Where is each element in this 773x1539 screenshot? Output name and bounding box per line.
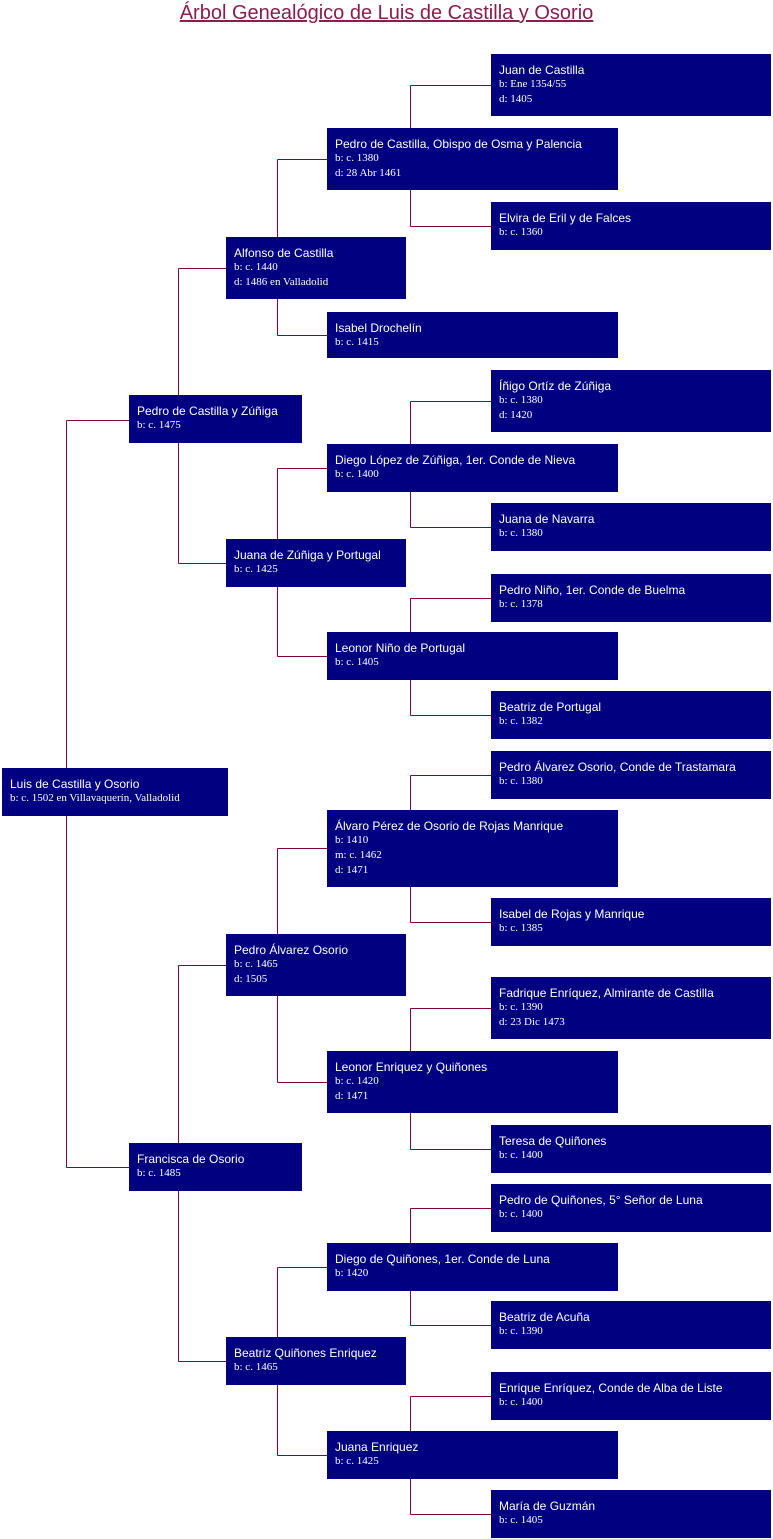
person-name: Pedro Álvarez Osorio bbox=[234, 943, 349, 957]
person-name: Pedro Álvarez Osorio, Conde de Trastamar… bbox=[499, 760, 736, 774]
person-name: Pedro Niño, 1er. Conde de Buelma bbox=[499, 583, 686, 597]
person-box-pedro-aot[interactable]: Pedro Álvarez Osorio, Conde de Trastamar… bbox=[491, 751, 771, 799]
person-date: d: 28 Abr 1461 bbox=[335, 167, 402, 179]
person-date: b: c. 1440 bbox=[234, 261, 278, 273]
person-date: b: c. 1390 bbox=[499, 1001, 543, 1013]
person-name: Juana de Zúñiga y Portugal bbox=[234, 548, 381, 562]
person-name: Beatriz Quiñones Enriquez bbox=[234, 1346, 377, 1360]
person-date: b: c. 1415 bbox=[335, 336, 379, 348]
person-date: b: c. 1380 bbox=[499, 527, 543, 539]
person-name: Isabel de Rojas y Manrique bbox=[499, 907, 645, 921]
person-name: Luis de Castilla y Osorio bbox=[10, 777, 140, 791]
person-date: d: 1405 bbox=[499, 93, 533, 105]
person-name: Íñigo Ortíz de Zúñiga bbox=[499, 379, 612, 393]
person-name: Juana de Navarra bbox=[499, 512, 595, 526]
person-date: d: 1505 bbox=[234, 973, 268, 985]
person-date: b: c. 1382 bbox=[499, 715, 543, 727]
person-date: b: c. 1465 bbox=[234, 958, 278, 970]
person-box-enrique-e[interactable]: Enrique Enríquez, Conde de Alba de Liste… bbox=[491, 1372, 771, 1420]
person-box-fadrique[interactable]: Fadrique Enríquez, Almirante de Castilla… bbox=[491, 977, 771, 1039]
person-date: b: c. 1420 bbox=[335, 1075, 379, 1087]
person-date: b: c. 1385 bbox=[499, 922, 543, 934]
person-name: Alfonso de Castilla bbox=[234, 246, 334, 260]
person-date: b: Ene 1354/55 bbox=[499, 78, 567, 90]
person-date: d: 23 Dic 1473 bbox=[499, 1016, 565, 1028]
person-date: b: c. 1400 bbox=[499, 1208, 543, 1220]
person-box-pedro-obispo[interactable]: Pedro de Castilla, Obispo de Osma y Pale… bbox=[327, 128, 618, 190]
person-date: b: c. 1485 bbox=[137, 1167, 181, 1179]
person-date: b: c. 1360 bbox=[499, 226, 543, 238]
person-name: Teresa de Quiñones bbox=[499, 1134, 607, 1148]
person-date: b: c. 1405 bbox=[335, 656, 379, 668]
person-date: b: c. 1400 bbox=[499, 1396, 543, 1408]
person-date: m: c. 1462 bbox=[335, 849, 382, 861]
person-date: b: c. 1502 en Villavaquerín, Valladolid bbox=[10, 792, 180, 804]
person-name: María de Guzmán bbox=[499, 1499, 596, 1513]
page-title: Árbol Genealógico de Luis de Castilla y … bbox=[179, 2, 594, 24]
person-date: d: 1471 bbox=[335, 864, 369, 876]
person-date: b: c. 1425 bbox=[335, 1455, 379, 1467]
person-name: Enrique Enríquez, Conde de Alba de Liste bbox=[499, 1381, 723, 1395]
person-name: Leonor Enriquez y Quiñones bbox=[335, 1060, 488, 1074]
person-date: d: 1420 bbox=[499, 409, 533, 421]
person-name: Juan de Castilla bbox=[499, 63, 585, 77]
person-date: b: c. 1380 bbox=[499, 775, 543, 787]
person-date: b: c. 1400 bbox=[335, 468, 379, 480]
person-name: Leonor Niño de Portugal bbox=[335, 641, 466, 655]
person-name: Isabel Drochelín bbox=[335, 321, 422, 335]
person-name: Beatriz de Acuña bbox=[499, 1310, 590, 1324]
person-date: b: c. 1475 bbox=[137, 419, 181, 431]
person-name: Pedro de Castilla y Zúñiga bbox=[137, 404, 278, 418]
person-name: Pedro de Castilla, Obispo de Osma y Pale… bbox=[335, 137, 582, 151]
person-date: b: c. 1405 bbox=[499, 1514, 543, 1526]
person-name: Álvaro Pérez de Osorio de Rojas Manrique bbox=[335, 819, 564, 833]
person-name: Elvira de Eril y de Falces bbox=[499, 211, 632, 225]
person-name: Diego de Quiñones, 1er. Conde de Luna bbox=[335, 1252, 550, 1266]
person-date: d: 1471 bbox=[335, 1090, 369, 1102]
person-name: Francisca de Osorio bbox=[137, 1152, 245, 1166]
person-name: Diego López de Zúñiga, 1er. Conde de Nie… bbox=[335, 453, 576, 467]
person-date: b: c. 1380 bbox=[499, 394, 543, 406]
person-date: b: c. 1465 bbox=[234, 1361, 278, 1373]
person-date: b: c. 1380 bbox=[335, 152, 379, 164]
person-date: b: 1410 bbox=[335, 834, 369, 846]
person-date: b: c. 1400 bbox=[499, 1149, 543, 1161]
person-box-alvaro[interactable]: Álvaro Pérez de Osorio de Rojas Manrique… bbox=[327, 810, 618, 887]
person-name: Pedro de Quiñones, 5° Señor de Luna bbox=[499, 1193, 703, 1207]
person-date: b: c. 1425 bbox=[234, 563, 278, 575]
person-date: b: c. 1390 bbox=[499, 1325, 543, 1337]
person-date: d: 1486 en Valladolid bbox=[234, 276, 329, 288]
person-name: Fadrique Enríquez, Almirante de Castilla bbox=[499, 986, 714, 1000]
person-name: Beatriz de Portugal bbox=[499, 700, 602, 714]
person-date: b: 1420 bbox=[335, 1267, 369, 1279]
person-name: Juana Enriquez bbox=[335, 1440, 419, 1454]
person-date: b: c. 1378 bbox=[499, 598, 543, 610]
person-box-diego-lz[interactable]: Diego López de Zúñiga, 1er. Conde de Nie… bbox=[327, 444, 618, 492]
